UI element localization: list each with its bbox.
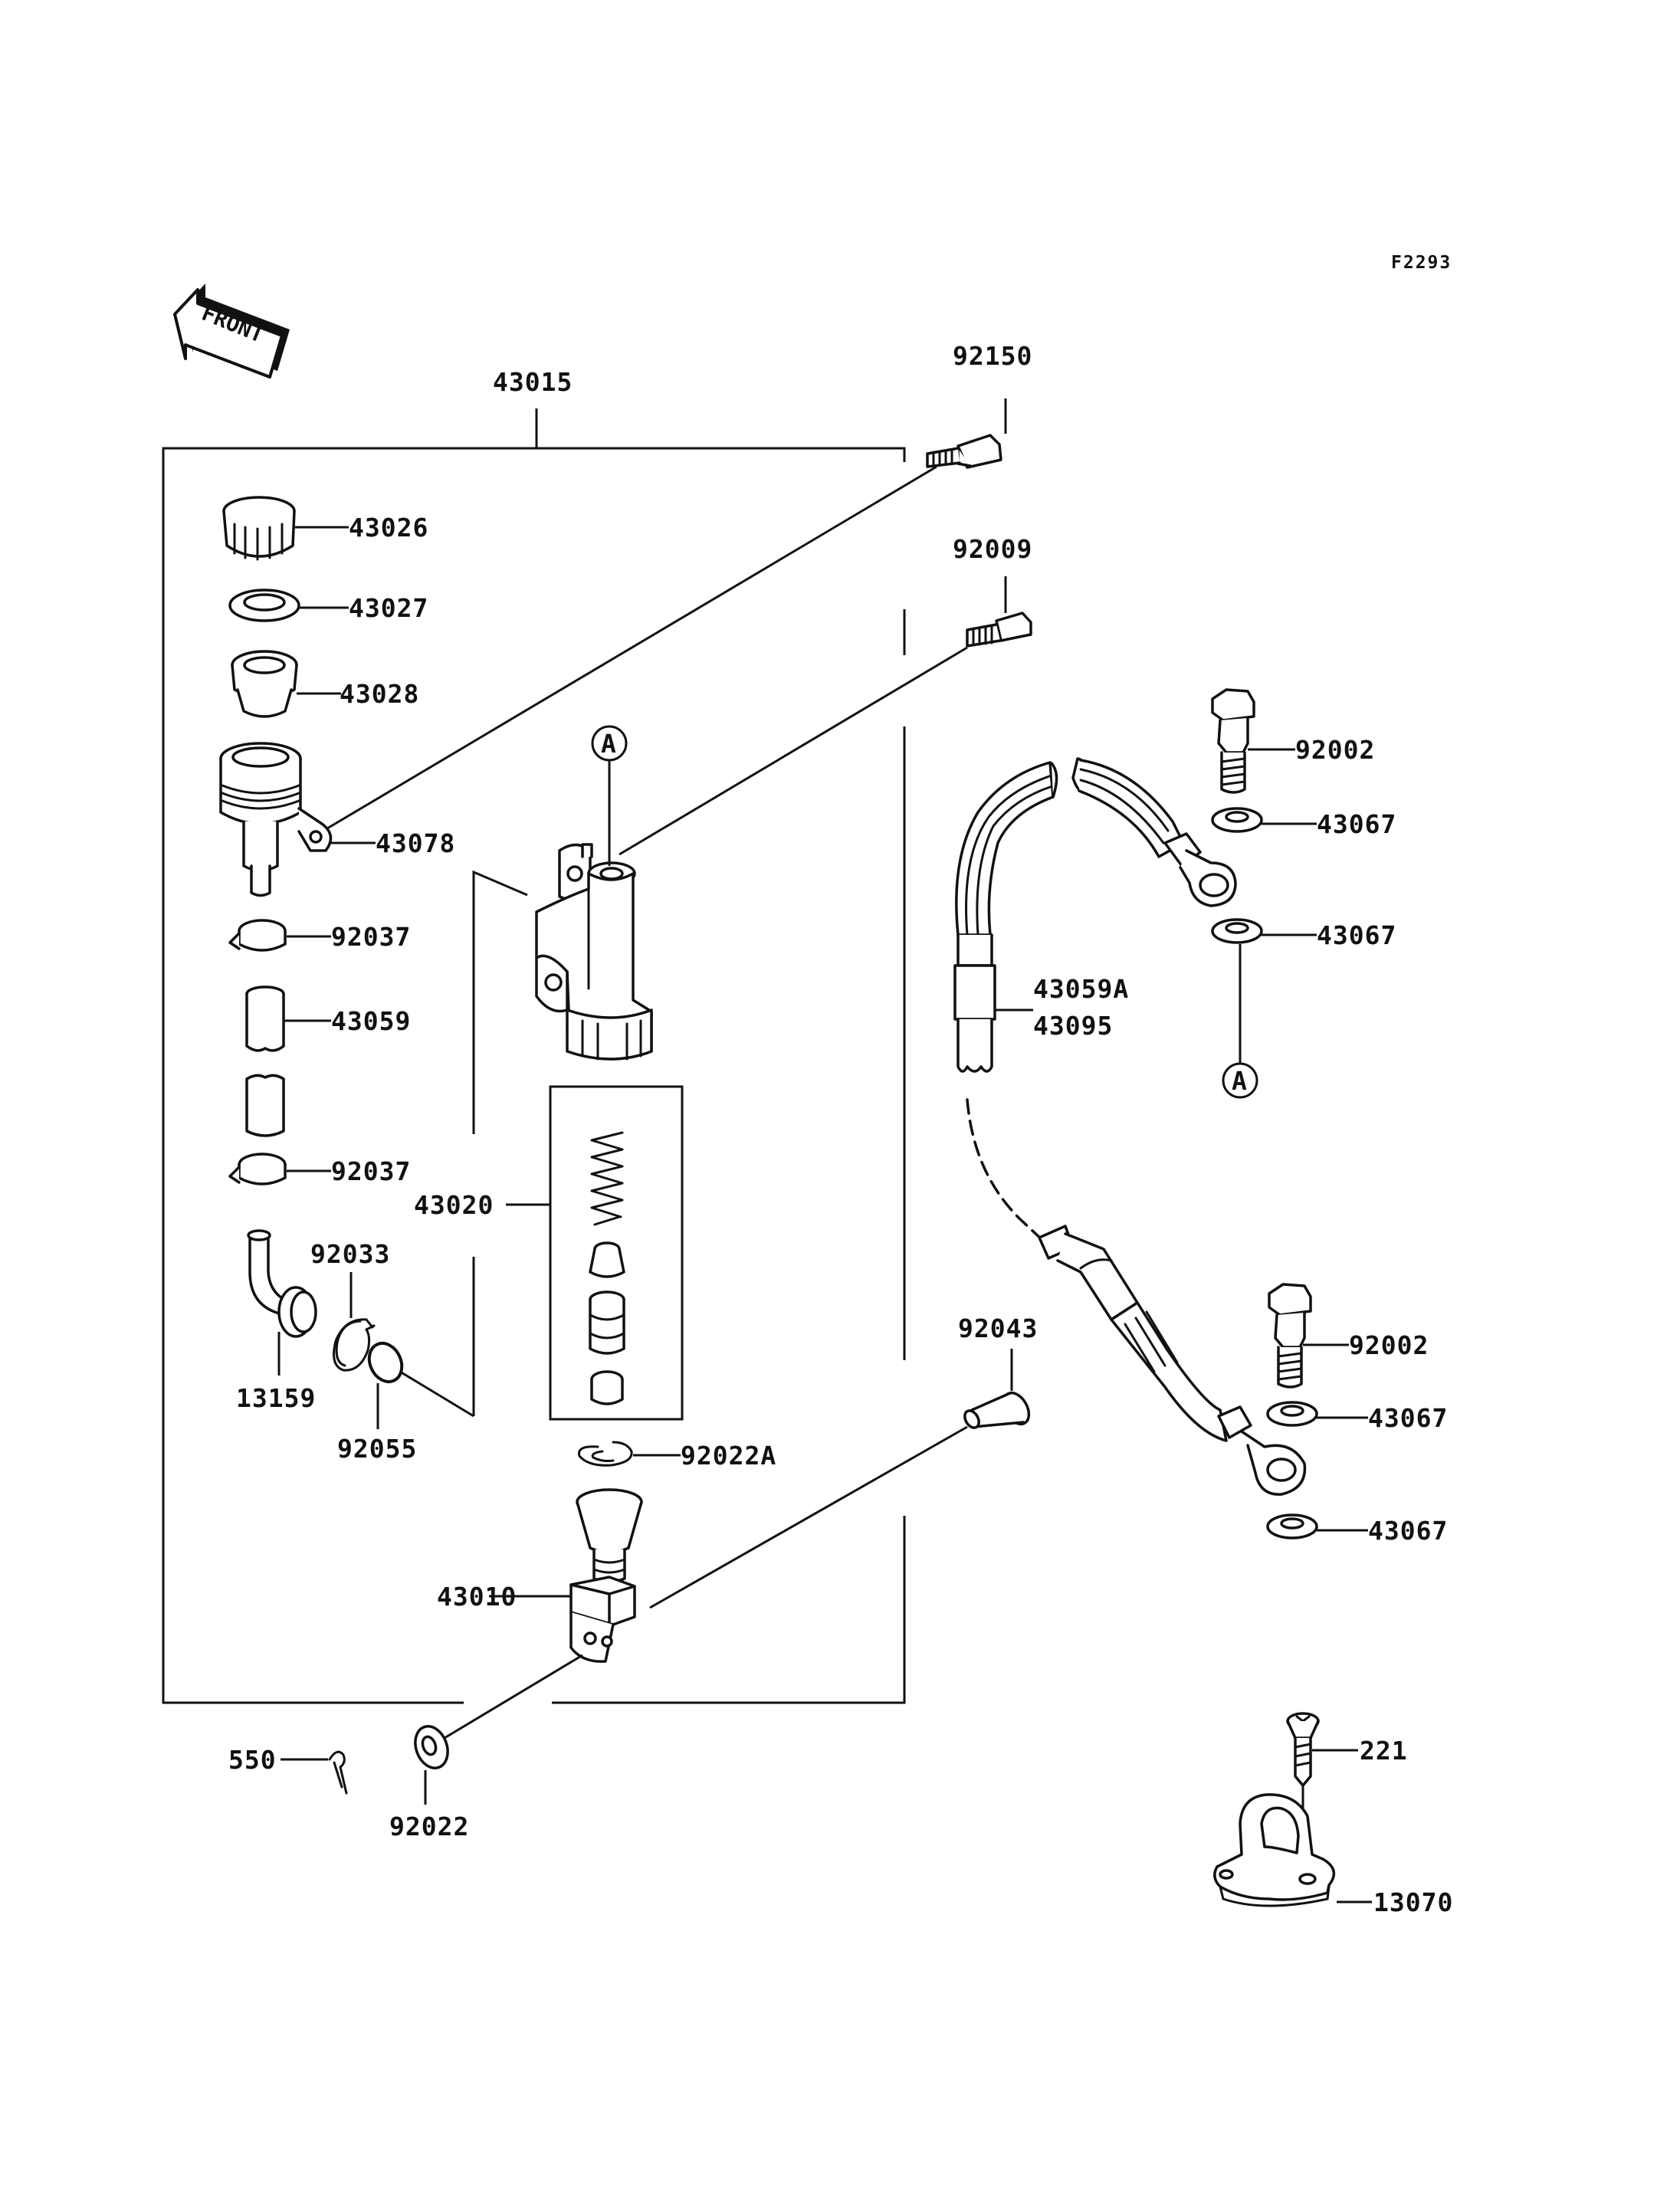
label-92033: 92033 [310, 1239, 390, 1269]
circle-ref-a-hose: A [1232, 1066, 1248, 1096]
washer-43067-a [1211, 807, 1263, 833]
bolt-92150 [926, 434, 1002, 469]
screw-221 [1286, 1712, 1320, 1787]
label-550: 550 [228, 1745, 277, 1775]
label-43010: 43010 [437, 1582, 517, 1612]
label-92022: 92022 [389, 1812, 469, 1841]
label-43015: 43015 [493, 367, 573, 397]
label-13070: 13070 [1373, 1887, 1453, 1917]
label-43067-b: 43067 [1317, 920, 1396, 950]
push-rod-43010 [569, 1488, 643, 1663]
snap-ring-92022A [578, 1441, 633, 1467]
label-43027: 43027 [349, 593, 428, 623]
bracket-13070 [1213, 1793, 1336, 1907]
washer-43067-d [1266, 1513, 1318, 1540]
label-92150: 92150 [953, 341, 1032, 371]
elbow-fitting-13159 [247, 1229, 317, 1338]
diaphragm-43028 [231, 650, 298, 718]
link-92043-pushrod [649, 1425, 968, 1609]
bolt-92009 [966, 612, 1032, 648]
diaphragm-plate-43027 [228, 589, 300, 622]
label-43020: 43020 [414, 1190, 494, 1220]
link-92150-43078 [323, 465, 937, 832]
reservoir-cap-43026 [222, 496, 296, 561]
circle-ref-a-body: A [601, 729, 617, 759]
label-92055: 92055 [337, 1434, 417, 1464]
label-92043: 92043 [958, 1313, 1038, 1343]
clip-92037-top [228, 919, 287, 952]
master-cylinder-body [535, 843, 653, 1061]
label-43078: 43078 [376, 828, 455, 858]
label-43026: 43026 [349, 513, 428, 543]
label-92037-bottom: 92037 [331, 1156, 411, 1186]
label-221: 221 [1360, 1736, 1408, 1766]
link-pushrod-92022 [444, 1654, 583, 1740]
label-43067-d: 43067 [1368, 1516, 1448, 1546]
cotter-pin-550 [328, 1750, 348, 1795]
label-92002-bottom: 92002 [1349, 1330, 1429, 1360]
diagram-code: F2293 [1391, 253, 1452, 273]
label-92022A: 92022A [681, 1441, 776, 1471]
reservoir-43078 [219, 742, 333, 897]
banjo-bolt-92002-top [1211, 688, 1255, 794]
circlip-92033 [333, 1318, 376, 1372]
banjo-bolt-92002-bottom [1268, 1283, 1312, 1389]
washer-43067-c [1266, 1401, 1318, 1427]
piston-kit-43020 [589, 1131, 625, 1405]
label-92002-top: 92002 [1295, 735, 1375, 765]
hose-43059 [245, 985, 285, 1137]
front-arrow-icon: FRONT [173, 284, 290, 379]
label-43059A: 43059A [1033, 974, 1129, 1004]
label-43095: 43095 [1033, 1011, 1113, 1041]
label-92037-top: 92037 [331, 922, 411, 952]
o-ring-92055 [367, 1341, 404, 1384]
clip-92037-bottom [228, 1153, 287, 1185]
link-92009-body [619, 646, 968, 856]
washer-43067-b [1211, 918, 1263, 944]
brake-hose-43059A [953, 757, 1307, 1496]
label-43067-a: 43067 [1317, 809, 1396, 839]
washer-92022 [414, 1725, 449, 1769]
pin-92043 [963, 1391, 1031, 1429]
label-43059: 43059 [331, 1006, 411, 1036]
label-43067-c: 43067 [1368, 1403, 1448, 1433]
piston-kit-box [549, 1085, 684, 1421]
label-13159: 13159 [236, 1383, 316, 1413]
label-92009: 92009 [953, 534, 1032, 564]
label-43028: 43028 [340, 679, 419, 709]
assembly-frame [162, 408, 906, 1704]
